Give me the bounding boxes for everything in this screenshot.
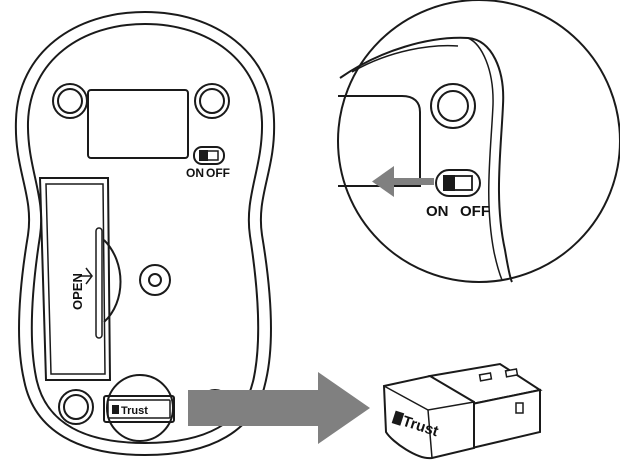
label-recess bbox=[87, 89, 189, 159]
slot-trust-logo: Trust bbox=[121, 405, 148, 417]
slide-direction-arrow bbox=[372, 166, 434, 197]
receiver-storage-slot bbox=[103, 374, 175, 442]
switch-off-label: OFF bbox=[206, 166, 230, 180]
mouse-inner-shell bbox=[26, 22, 264, 445]
switch-zoom-detail: ON OFF bbox=[337, 0, 620, 283]
receiver-body bbox=[382, 374, 475, 460]
insert-receiver-arrow bbox=[188, 372, 370, 444]
zoom-switch-off-label: OFF bbox=[460, 203, 490, 220]
mouse-outer-shell bbox=[14, 10, 276, 457]
mouse-bottom-view bbox=[14, 10, 276, 457]
zoom-switch-on-label: ON bbox=[426, 203, 449, 220]
mouse-power-switch bbox=[193, 146, 225, 165]
switch-on-label: ON bbox=[186, 166, 204, 180]
mouse-feet bbox=[52, 83, 233, 425]
slot-logo-mark bbox=[112, 405, 119, 414]
optical-sensor bbox=[139, 264, 171, 296]
battery-cover bbox=[38, 177, 122, 381]
receiver-logo-mark bbox=[391, 410, 405, 426]
battery-cover-open-label: OPEN bbox=[70, 273, 85, 310]
usb-nano-receiver bbox=[382, 362, 543, 460]
